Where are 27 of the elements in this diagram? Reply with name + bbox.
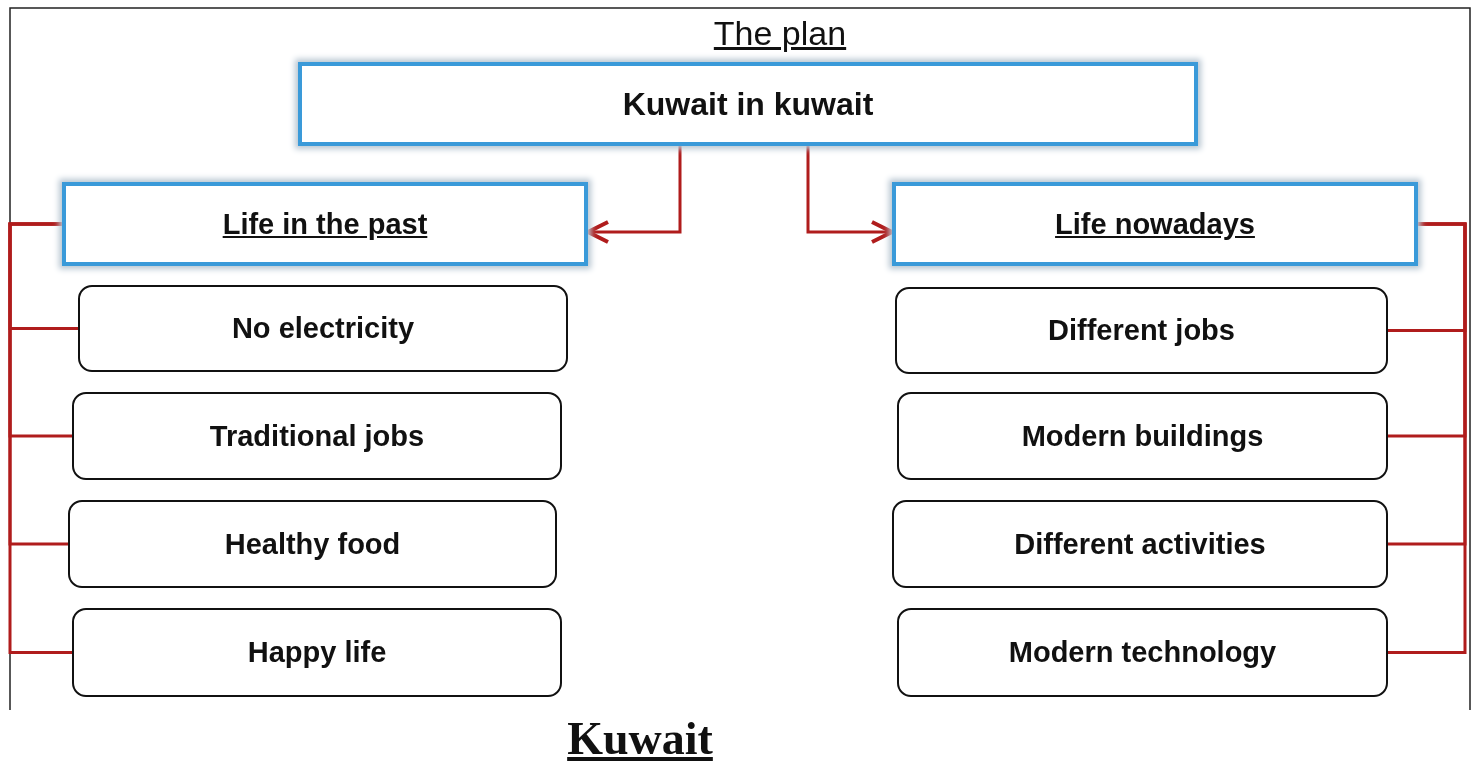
box-label: Happy life	[247, 636, 387, 669]
heading-box	[298, 62, 1198, 146]
rounded-box	[895, 287, 1388, 374]
box-label: Traditional jobs	[209, 419, 425, 453]
rounded-box	[897, 392, 1388, 480]
box-label: Modern buildings	[1021, 419, 1264, 453]
box-label: Kuwait in kuwait	[622, 85, 874, 123]
box-label: Life in the past	[222, 207, 428, 241]
box-label: Modern technology	[1008, 636, 1277, 669]
title: The plan	[712, 14, 848, 53]
heading-box	[892, 182, 1418, 266]
box-label: No electricity	[231, 312, 415, 345]
rounded-box	[897, 608, 1388, 697]
box-label: Different jobs	[1048, 314, 1235, 347]
rounded-box	[78, 285, 568, 372]
box-label: Life nowadays	[1055, 207, 1255, 241]
connector-line	[8, 222, 72, 654]
rounded-box	[68, 500, 557, 588]
caption: Kuwait	[566, 712, 714, 765]
box-label: Healthy food	[224, 527, 401, 561]
connector-line	[1388, 222, 1467, 654]
arrow	[806, 146, 894, 244]
rounded-box	[72, 392, 562, 480]
rounded-box	[892, 500, 1388, 588]
box-label: Different activities	[1014, 527, 1266, 561]
rounded-box	[72, 608, 562, 697]
heading-box	[62, 182, 588, 266]
